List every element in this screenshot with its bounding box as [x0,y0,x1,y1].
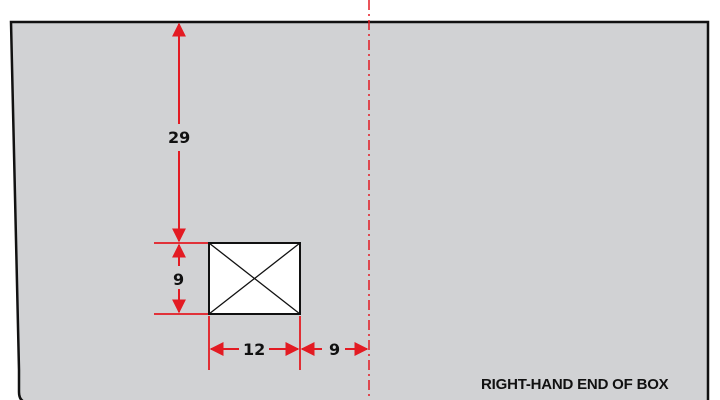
cutout-box [208,242,301,315]
dimension-horizontal-cutout: 12 [208,316,301,370]
box-end-panel [9,20,710,400]
dimension-horizontal-to-centerline: 9 [300,340,369,359]
dimension-label-cutout-width: 12 [243,340,265,359]
dimension-vertical-cutout: 9 [154,242,208,315]
dimension-label-offset: 9 [329,340,340,359]
drawing-caption: RIGHT-HAND END OF BOX [481,376,669,393]
dimension-label-cutout-height: 9 [173,270,184,289]
dimension-vertical-top: 29 [168,22,190,243]
dimension-label-top: 29 [168,128,190,147]
